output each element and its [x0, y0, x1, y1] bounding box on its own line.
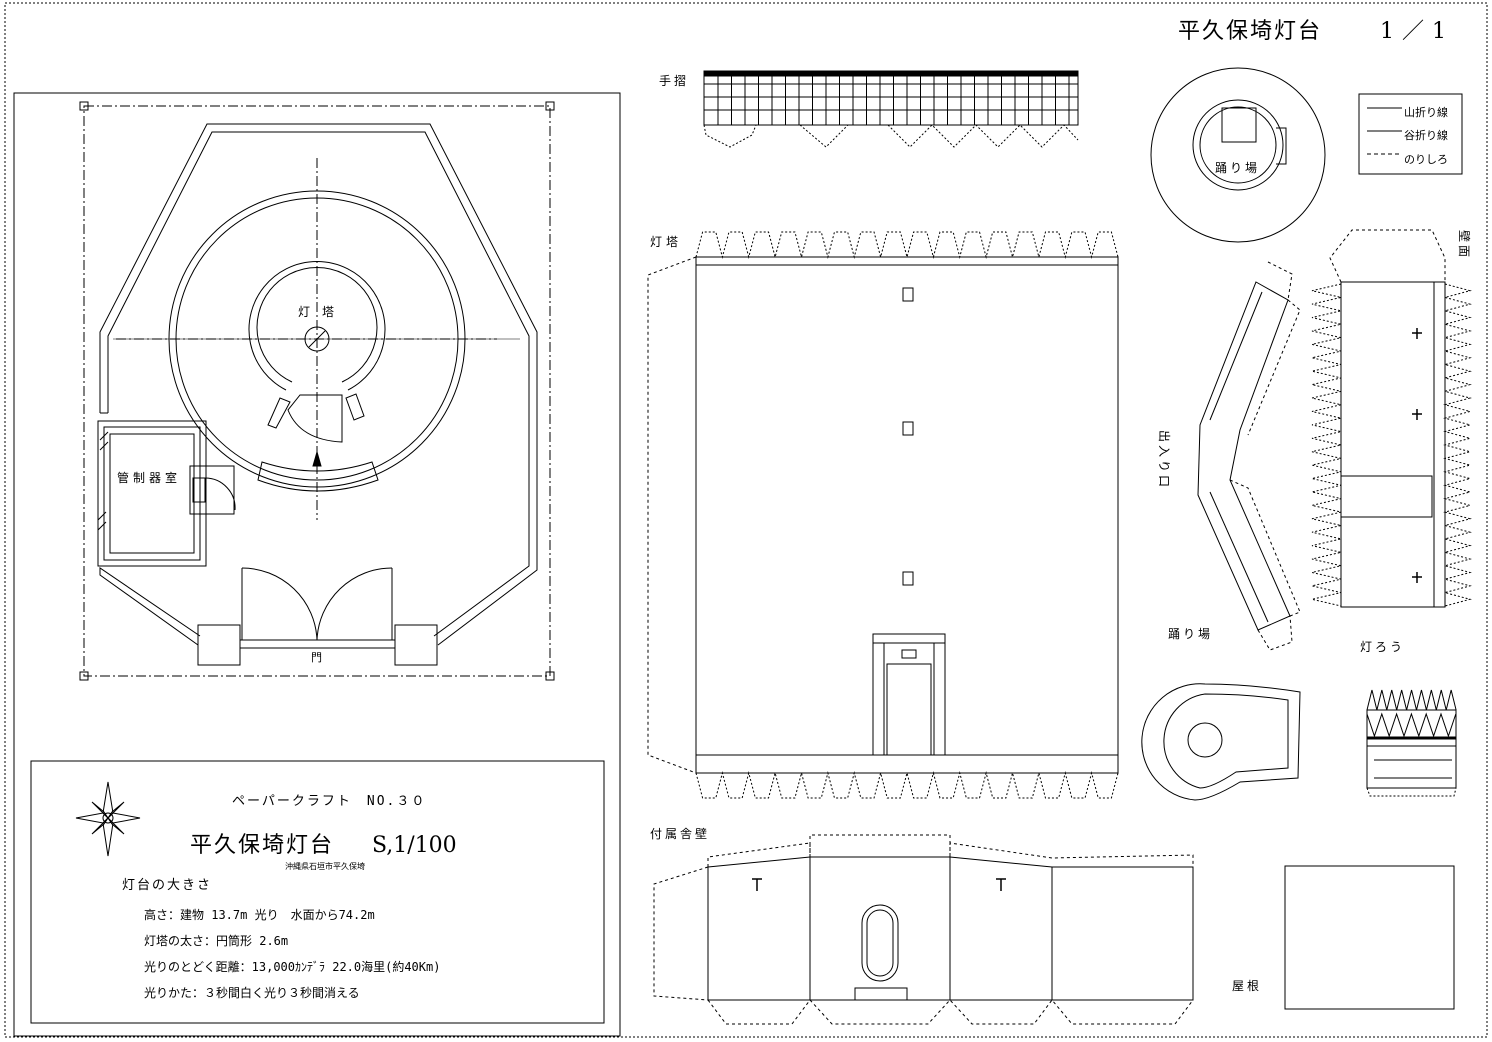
- location-text: 沖縄県石垣市平久保埼: [285, 861, 365, 871]
- spec-range: 光りのとどく距離：13,000ｶﾝﾃﾞﾗ 22.0海里(約40Km): [144, 959, 440, 974]
- scale-text: S,1/100: [372, 833, 457, 858]
- sheet-title: 平久保埼灯台: [1178, 19, 1322, 44]
- control-room-plan: [97, 420, 236, 567]
- landing-label: 踊り場: [1168, 627, 1213, 641]
- landing-base-part: [1141, 683, 1301, 801]
- fold-legend: [1358, 93, 1463, 175]
- site-plan: 灯 塔 管制器室 門: [13, 92, 621, 1037]
- size-heading: 灯台の大きさ: [122, 878, 212, 893]
- control-room-label: 管制器室: [117, 470, 181, 485]
- annex-wall-label: 付属舎壁: [650, 826, 710, 841]
- railing-part: [703, 70, 1079, 148]
- sheet-page-number: 1／1: [1380, 19, 1454, 44]
- annex-wall-part: [653, 834, 1194, 1025]
- tower-label: 灯塔: [650, 235, 682, 249]
- lantern-wall-label: 壁面: [1457, 230, 1472, 260]
- entrance-label: 出入り口: [1157, 430, 1171, 490]
- info-box: ペーパークラフト NO.３０ 平久保埼灯台 S,1/100 沖縄県石垣市平久保埼…: [30, 760, 605, 1024]
- gallery-label: 踊り場: [1215, 161, 1260, 175]
- sheet-border: [4, 2, 1488, 1038]
- lantern-part: [1366, 689, 1457, 797]
- gate-label: 門: [311, 651, 322, 664]
- lighthouse-name: 平久保埼灯台: [190, 833, 334, 858]
- enclosure-wall: [99, 123, 538, 646]
- compass-rose-icon: [75, 781, 141, 857]
- tower-plan-label: 灯 塔: [298, 305, 334, 319]
- legend-glue-tab: のりしろ: [1404, 153, 1448, 166]
- railing-label: 手摺: [659, 73, 689, 88]
- legend-mountain-fold: 山折り線: [1404, 105, 1448, 119]
- tower-wrap-part: [647, 231, 1119, 799]
- legend-valley-fold: 谷折り線: [1404, 128, 1448, 142]
- roof-label: 屋根: [1232, 979, 1262, 993]
- gate-plan: [197, 567, 438, 666]
- roof-part: [1284, 865, 1455, 1010]
- spec-character: 光りかた：３秒間白く光り３秒間消える: [144, 985, 360, 1000]
- series-number: ペーパークラフト NO.３０: [232, 794, 426, 809]
- entrance-part: [1197, 261, 1301, 651]
- lantern-label: 灯ろう: [1360, 640, 1405, 654]
- lantern-wall-part: [1311, 229, 1472, 608]
- spec-height: 高さ：建物 13.7m 光り 水面から74.2m: [144, 907, 375, 922]
- spec-diameter: 灯塔の太さ：円筒形 2.6m: [144, 933, 288, 948]
- gallery-disk: [1150, 67, 1326, 243]
- tower-plan: [248, 261, 386, 443]
